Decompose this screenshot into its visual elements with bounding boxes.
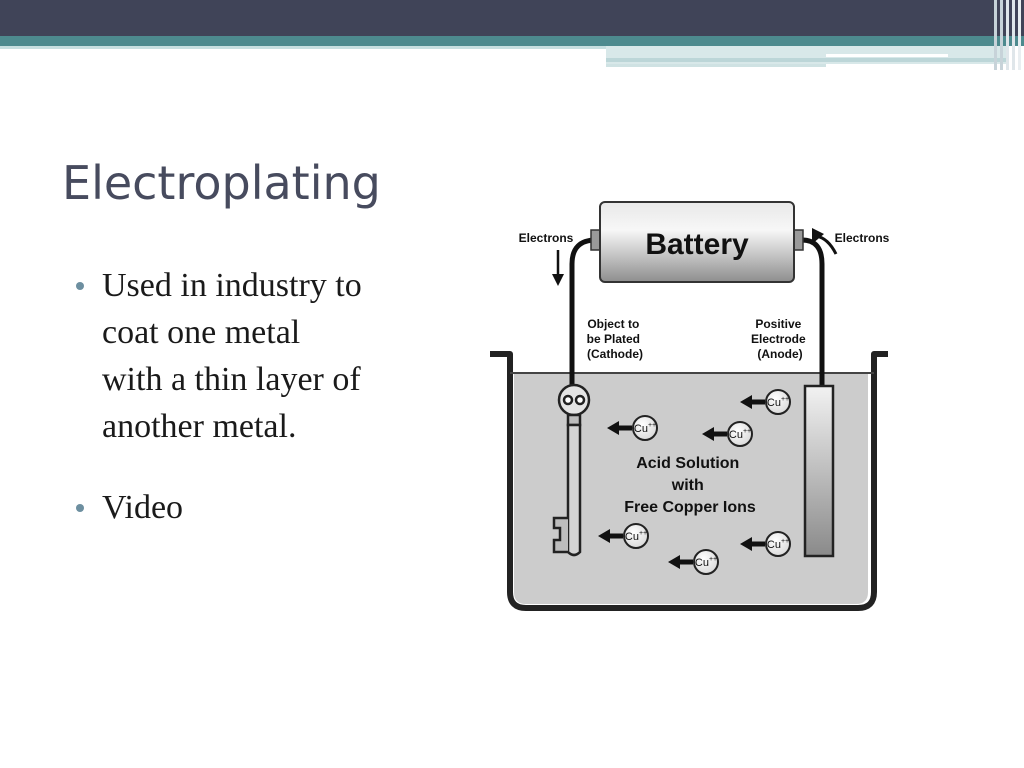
bullet-dot-icon — [76, 504, 84, 512]
battery: Battery — [590, 201, 804, 283]
electrons-right-label: Electrons — [835, 231, 890, 245]
battery-label: Battery — [645, 228, 749, 261]
arrow-down-icon — [552, 250, 564, 286]
solution-label: Acid Solution with Free Copper Ions — [624, 455, 756, 516]
bullet-item: Used in industry to coat one metal with … — [76, 262, 366, 450]
copper-ion: Cu++ — [667, 549, 719, 575]
svg-text:Cu++: Cu++ — [695, 556, 717, 569]
arrow-curved-icon — [812, 228, 838, 255]
anode-plate — [803, 384, 835, 558]
svg-text:Cu++: Cu++ — [767, 538, 789, 551]
svg-text:Cu++: Cu++ — [729, 428, 751, 441]
bullet-dot-icon — [76, 282, 84, 290]
header-band — [0, 0, 1024, 70]
wire-cathode — [569, 237, 597, 390]
electroplating-diagram: Battery Electrons Electrons Object to be… — [490, 201, 890, 611]
bullet-list: Used in industry to coat one metal with … — [76, 262, 366, 531]
copper-ion: Cu++ — [739, 389, 791, 415]
cathode-label: Object to be Plated (Cathode) — [587, 317, 644, 361]
copper-ion: Cu++ — [606, 415, 658, 441]
anode-label: Positive Electrode (Anode) — [751, 317, 809, 361]
copper-ion: Cu++ — [701, 421, 753, 447]
tank-outline — [490, 351, 888, 611]
key-icon — [552, 383, 591, 557]
bullet-text: Used in industry to coat one metal with … — [102, 267, 362, 445]
svg-text:Cu++: Cu++ — [634, 422, 656, 435]
copper-ion: Cu++ — [597, 523, 649, 549]
copper-ion: Cu++ — [739, 531, 791, 557]
electrons-left-label: Electrons — [519, 231, 574, 245]
slide-title: Electroplating — [62, 156, 381, 210]
video-link-text[interactable]: Video — [102, 489, 184, 526]
wire-anode — [801, 237, 825, 386]
svg-text:Cu++: Cu++ — [767, 396, 789, 409]
svg-text:Cu++: Cu++ — [625, 530, 647, 543]
bullet-item-video[interactable]: Video — [76, 484, 366, 531]
